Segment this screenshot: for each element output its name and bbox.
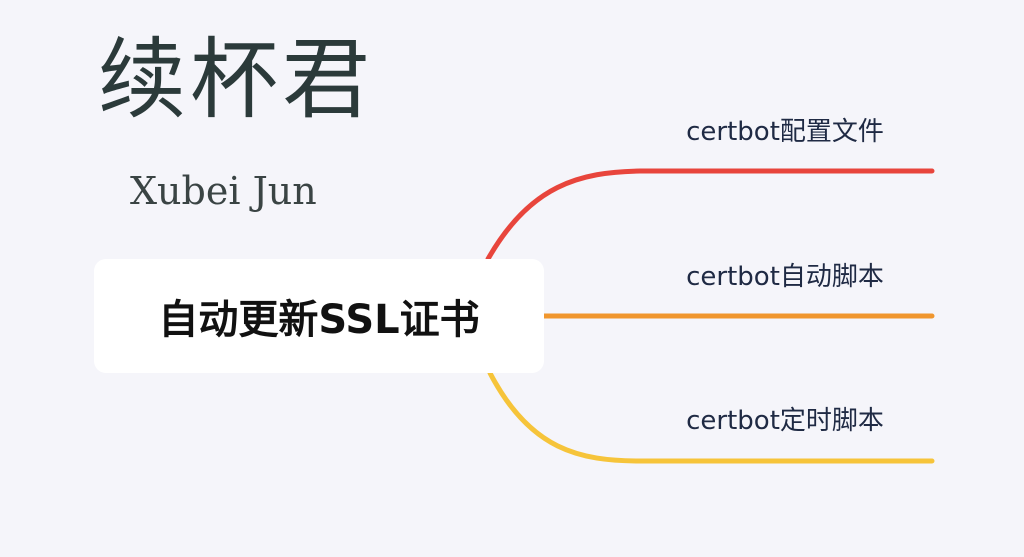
- root-node-label: 自动更新SSL证书: [158, 297, 480, 343]
- brand-logo-chinese: 续杯君: [98, 28, 375, 131]
- child-node-certbot-config[interactable]: certbot配置文件: [686, 117, 884, 147]
- brand-logo-english: Xubei Jun: [130, 169, 317, 213]
- child-node-certbot-auto-script[interactable]: certbot自动脚本: [686, 262, 884, 292]
- branch-line-2: [487, 370, 935, 464]
- branch-line-0: [485, 168, 935, 262]
- root-node[interactable]: 自动更新SSL证书: [94, 259, 544, 373]
- child-node-certbot-cron-script[interactable]: certbot定时脚本: [686, 406, 884, 436]
